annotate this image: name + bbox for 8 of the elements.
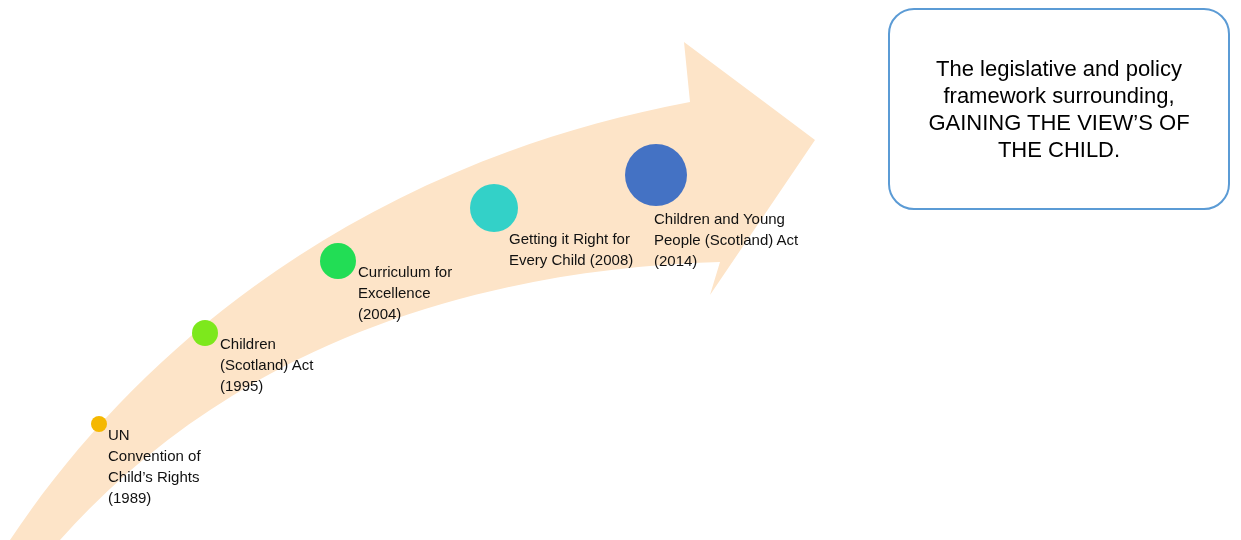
milestone-label: Children (Scotland) Act (1995) (220, 334, 315, 396)
milestone-dot (91, 416, 107, 432)
milestone-label: Curriculum for Excellence (2004) (358, 262, 454, 324)
milestone-label: UN Convention of Child’s Rights (1989) (108, 425, 202, 508)
title-box (888, 8, 1230, 210)
milestone-label: Children and Young People (Scotland) Act (2014) (654, 209, 800, 271)
milestone-label: Getting it Right for Every Child (2008) (509, 229, 634, 270)
title-text: The legislative and policy framework surrounding, GAINING THE VIEW’S OF THE CHILD. (927, 55, 1191, 163)
